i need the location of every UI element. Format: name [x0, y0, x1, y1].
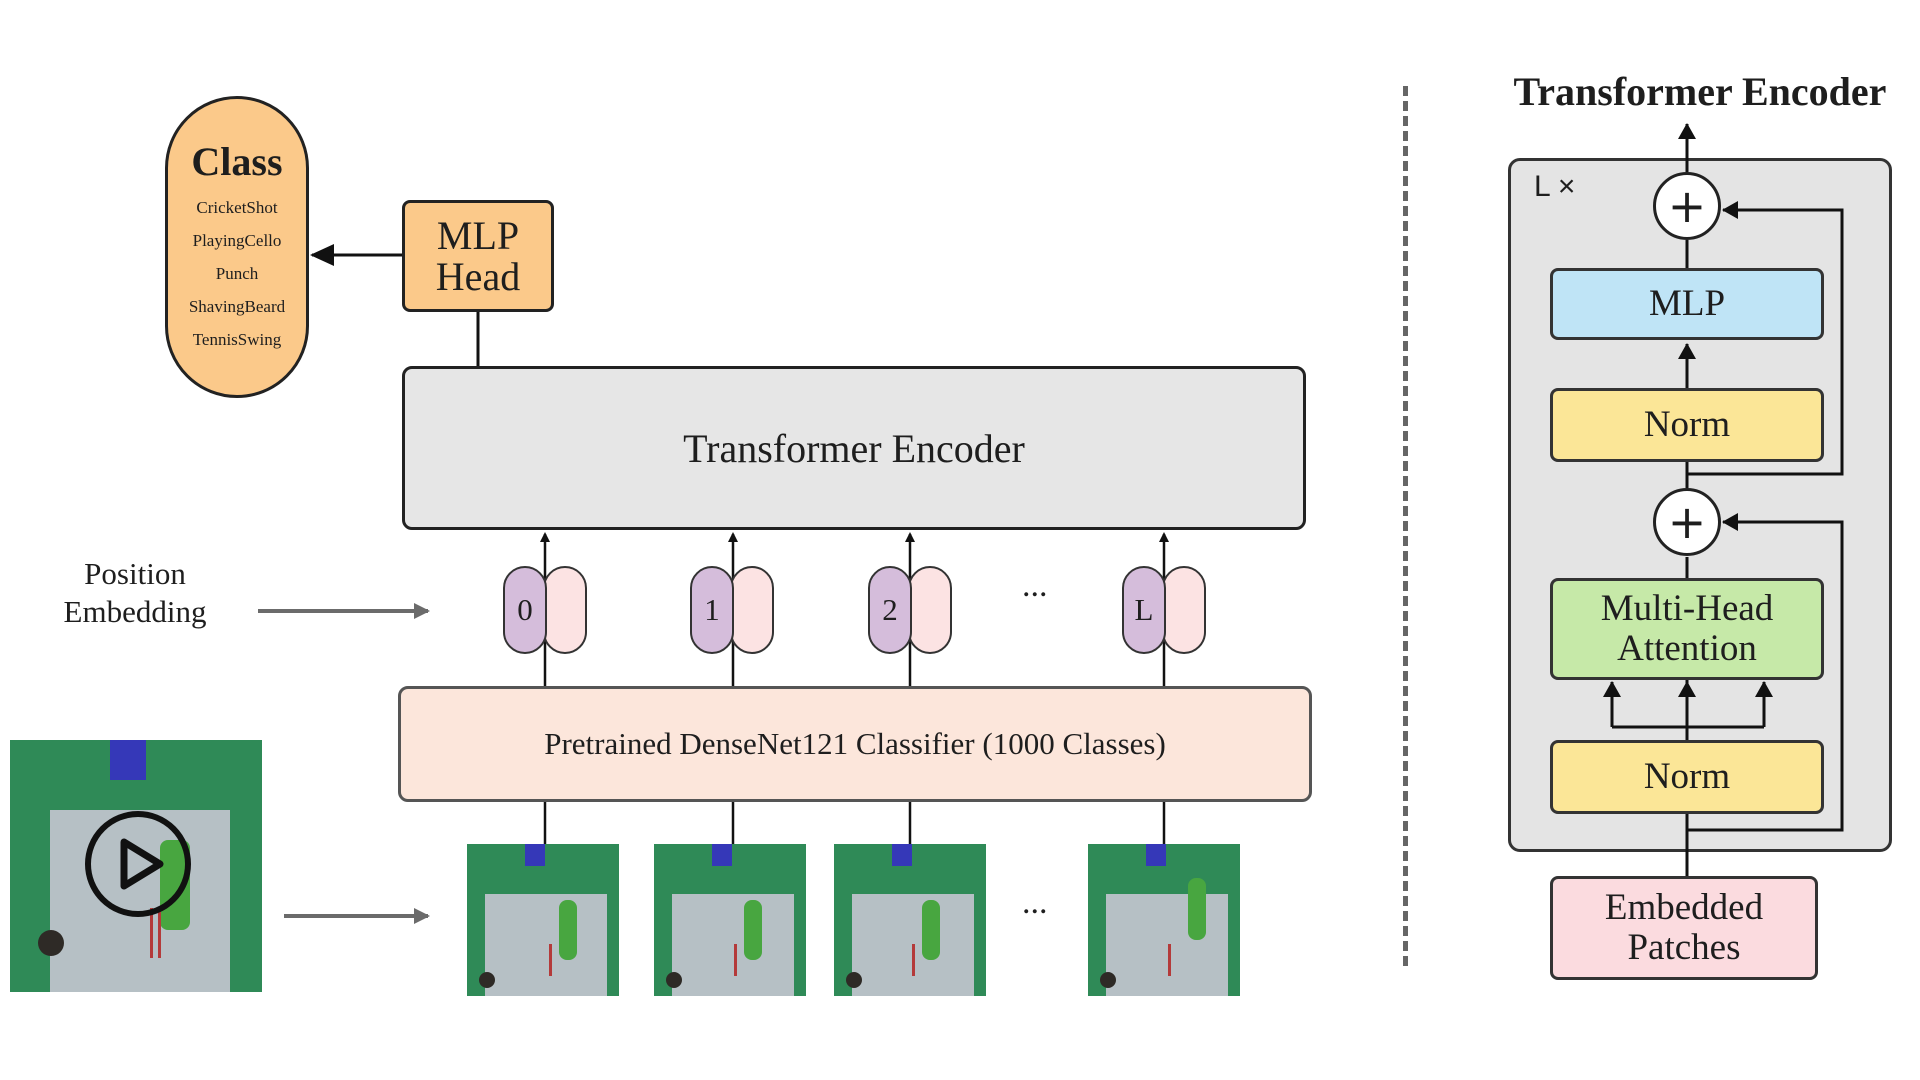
position-token-2: 2	[868, 566, 952, 654]
class-output-box: Class CricketShot PlayingCello Punch Sha…	[165, 96, 309, 398]
norm-top-label: Norm	[1643, 404, 1731, 445]
position-embedding-label: Position Embedding	[40, 555, 230, 631]
token-position: 2	[868, 566, 912, 654]
umpire-figure	[892, 844, 912, 866]
batsman-figure	[1188, 878, 1206, 940]
class-item-cricketshot: CricketShot	[196, 198, 278, 217]
densenet-classifier-box: Pretrained DenseNet121 Classifier (1000 …	[398, 686, 1312, 802]
position-embedding-line1: Position	[84, 556, 186, 591]
densenet-label: Pretrained DenseNet121 Classifier (1000 …	[544, 726, 1166, 761]
token-position: L	[1122, 566, 1166, 654]
frame-thumbnail-L	[1088, 844, 1240, 996]
umpire-figure	[712, 844, 732, 866]
frame-thumbnail-0	[467, 844, 619, 996]
token-embedding	[908, 566, 952, 654]
multi-head-attention-block: Multi-Head Attention	[1550, 578, 1824, 680]
token-embedding	[1162, 566, 1206, 654]
token-position: 0	[503, 566, 547, 654]
embedded-line1: Embedded	[1604, 887, 1764, 928]
position-token-0: 0	[503, 566, 587, 654]
mlp-head-line2: Head	[435, 254, 521, 299]
norm-block-top: Norm	[1550, 388, 1824, 462]
stump	[912, 944, 915, 976]
position-token-1: 1	[690, 566, 774, 654]
mlp-head-line1: MLP	[436, 213, 520, 258]
frame-thumbnail-1	[654, 844, 806, 996]
token-embedding	[730, 566, 774, 654]
transformer-encoder-box: Transformer Encoder	[402, 366, 1306, 530]
stump	[150, 908, 153, 958]
norm-block-bottom: Norm	[1550, 740, 1824, 814]
frame-thumbnail-2	[834, 844, 986, 996]
transformer-encoder-label: Transformer Encoder	[683, 425, 1025, 471]
pitch	[1106, 894, 1228, 996]
repeat-label: L ×	[1534, 170, 1576, 203]
frame-ellipsis: ...	[1022, 884, 1048, 921]
position-embedding-line2: Embedding	[63, 594, 207, 629]
class-title: Class	[191, 139, 283, 184]
residual-add-1: +	[1653, 488, 1721, 556]
fielder-figure	[479, 972, 495, 988]
play-icon[interactable]	[82, 808, 194, 920]
panel-divider	[1403, 86, 1408, 966]
class-item-playingcello: PlayingCello	[192, 231, 282, 250]
pitch	[485, 894, 607, 996]
batsman-figure	[744, 900, 762, 960]
fielder-figure	[846, 972, 862, 988]
batsman-figure	[559, 900, 577, 960]
fielder-figure	[1100, 972, 1116, 988]
fielder-figure	[38, 930, 64, 956]
stump	[549, 944, 552, 976]
class-item-shavingbeard: ShavingBeard	[188, 297, 286, 316]
batsman-figure	[922, 900, 940, 960]
stump	[1168, 944, 1171, 976]
class-item-tennisswing: TennisSwing	[192, 330, 282, 349]
right-panel-title: Transformer Encoder	[1513, 69, 1887, 114]
class-item-punch: Punch	[215, 264, 259, 283]
mlp-block: MLP	[1550, 268, 1824, 340]
mha-line1: Multi-Head	[1600, 588, 1774, 629]
umpire-figure	[1146, 844, 1166, 866]
stump	[734, 944, 737, 976]
embedded-patches-block: Embedded Patches	[1550, 876, 1818, 980]
residual-add-2: +	[1653, 172, 1721, 240]
mha-line2: Attention	[1617, 628, 1757, 669]
mlp-head-box: MLP Head	[402, 200, 554, 312]
mlp-block-label: MLP	[1648, 283, 1726, 324]
umpire-figure	[525, 844, 545, 866]
pitch	[50, 810, 230, 992]
stump	[158, 908, 161, 958]
position-token-L: L	[1122, 566, 1206, 654]
embedded-line2: Patches	[1627, 927, 1741, 968]
fielder-figure	[666, 972, 682, 988]
norm-bottom-label: Norm	[1643, 756, 1731, 797]
token-position: 1	[690, 566, 734, 654]
pitch	[672, 894, 794, 996]
umpire-figure	[110, 740, 146, 780]
video-thumbnail[interactable]	[10, 740, 262, 992]
token-ellipsis: ...	[1022, 567, 1048, 604]
